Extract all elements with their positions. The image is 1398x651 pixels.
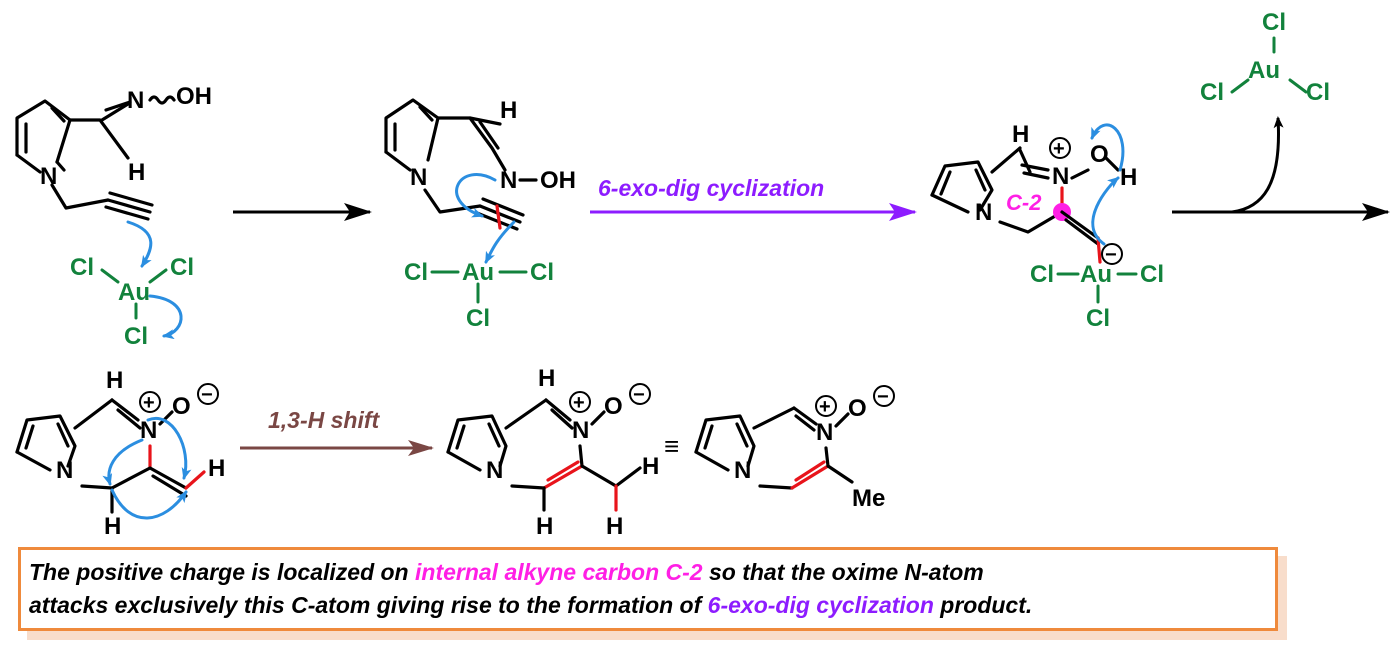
methyl-hydrogen-5a: H — [642, 453, 659, 480]
chloride-right: Cl — [1306, 79, 1330, 106]
ring-hydrogen-5b: H — [536, 513, 553, 540]
structure-1-oxime-gold-complex: N N OH H Cl Cl Au Cl — [15, 83, 212, 350]
cyclization-label: 6-exo-dig cyclization — [598, 175, 824, 201]
nitrone-oxygen-4: O — [172, 393, 191, 420]
structure-4-nitrone: N H N + O − H H — [15, 367, 225, 540]
imine-hydrogen-3: H — [1012, 121, 1029, 148]
pyrrole-ring-1 — [15, 99, 72, 164]
negative-charge-symbol-5: − — [633, 384, 645, 406]
pyrrole-nitrogen-6: N — [734, 457, 751, 484]
chloride-1a: Cl — [70, 254, 94, 281]
positive-charge-symbol: + — [1053, 138, 1065, 160]
negative-charge-symbol: − — [1105, 244, 1117, 266]
imine-hydrogen-1: H — [128, 159, 145, 186]
chloride-left: Cl — [1200, 79, 1224, 106]
structure-5-product: N H N + O − H H H — [446, 365, 659, 540]
positive-charge-symbol-5: + — [573, 392, 585, 414]
methyl-group: Me — [852, 485, 885, 512]
structure-6-product-methyl: N N + O − Me — [694, 385, 895, 512]
chloride-2a: Cl — [404, 259, 428, 286]
chloride-1c: Cl — [124, 323, 148, 350]
note-highlight-cyclization: 6-exo-dig cyclization — [707, 592, 934, 618]
methylene-hydrogen-4: H — [104, 513, 121, 540]
release-curved-arrow — [1231, 116, 1284, 214]
negative-charge-C — [1101, 243, 1123, 265]
aucl3-released: Cl Au Cl Cl — [1200, 9, 1330, 106]
positive-charge-6 — [815, 395, 837, 417]
chloride-3c: Cl — [1086, 305, 1110, 332]
nitrone-oxygen-5: O — [604, 393, 623, 420]
pyrrole-nitrogen-2: N — [410, 164, 427, 191]
gold-atom-released: Au — [1248, 57, 1280, 84]
note-part1: The positive charge is localized on — [29, 559, 415, 585]
imine-hydrogen-4a: H — [106, 367, 123, 394]
pyrrole-nitrogen-1: N — [40, 163, 57, 190]
chloride-2c: Cl — [466, 305, 490, 332]
pyrrole-nitrogen-5: N — [486, 457, 503, 484]
shift-label: 1,3-H shift — [268, 407, 381, 433]
positive-charge-5 — [569, 391, 591, 413]
oxime-nitrogen-1: N — [127, 87, 144, 114]
positive-charge-symbol-4: + — [143, 392, 155, 414]
imine-hydrogen-2: H — [500, 97, 517, 124]
nitrone-oxygen-6: O — [848, 395, 867, 422]
negative-charge-4 — [197, 383, 219, 405]
vinyl-hydrogen-4: H — [208, 455, 225, 482]
ring-hydrogen-5a: H — [538, 365, 555, 392]
structure-3-cyclized-intermediate: N H N + O H C-2 − Cl Au Cl Cl — [930, 121, 1164, 332]
note-highlight-c2: internal alkyne carbon C-2 — [415, 559, 703, 585]
nitrone-nitrogen-5: N — [572, 417, 589, 444]
equivalence-sign: ≡ — [664, 431, 679, 461]
gold-atom-3: Au — [1080, 261, 1112, 288]
structure-2-pi-complex: N H N OH Cl Au Cl Cl — [384, 97, 576, 332]
negative-charge-symbol-4: − — [201, 384, 213, 406]
hydroxyl-2: OH — [540, 167, 576, 194]
positive-charge-4 — [139, 391, 161, 413]
positive-charge-N — [1049, 137, 1071, 159]
nitrone-nitrogen-4: N — [140, 417, 157, 444]
pyrrole-nitrogen-3: N — [975, 199, 992, 226]
gold-atom-2: Au — [462, 259, 494, 286]
positive-charge-symbol-6: + — [819, 396, 831, 418]
note-part3: attacks exclusively this C-atom giving r… — [29, 592, 708, 618]
wavy-bond — [148, 95, 176, 105]
explanation-text: The positive charge is localized on inte… — [29, 556, 1269, 622]
chloride-2b: Cl — [530, 259, 554, 286]
chloride-top: Cl — [1262, 9, 1286, 36]
methyl-hydrogen-5b: H — [606, 513, 623, 540]
chloride-3b: Cl — [1140, 261, 1164, 288]
pyrrole-nitrogen-4: N — [56, 457, 73, 484]
hydroxyl-hydrogen-3: H — [1120, 164, 1137, 191]
note-part4: product. — [933, 592, 1033, 618]
oxime-nitrogen-3: N — [1052, 163, 1069, 190]
negative-charge-symbol-6: − — [877, 386, 889, 408]
oxime-oxygen-3: O — [1090, 141, 1109, 168]
nitrone-nitrogen-6: N — [816, 419, 833, 446]
chloride-1b: Cl — [170, 254, 194, 281]
hydroxyl-1: OH — [176, 83, 212, 110]
note-part2: so that the oxime N-atom — [702, 559, 984, 585]
chloride-3a: Cl — [1030, 261, 1054, 288]
negative-charge-5 — [629, 383, 651, 405]
explanation-box: The positive charge is localized on inte… — [18, 547, 1278, 631]
oxime-nitrogen-2: N — [500, 167, 517, 194]
c2-label: C-2 — [1006, 190, 1042, 215]
negative-charge-6 — [873, 385, 895, 407]
gold-atom-1: Au — [118, 279, 150, 306]
